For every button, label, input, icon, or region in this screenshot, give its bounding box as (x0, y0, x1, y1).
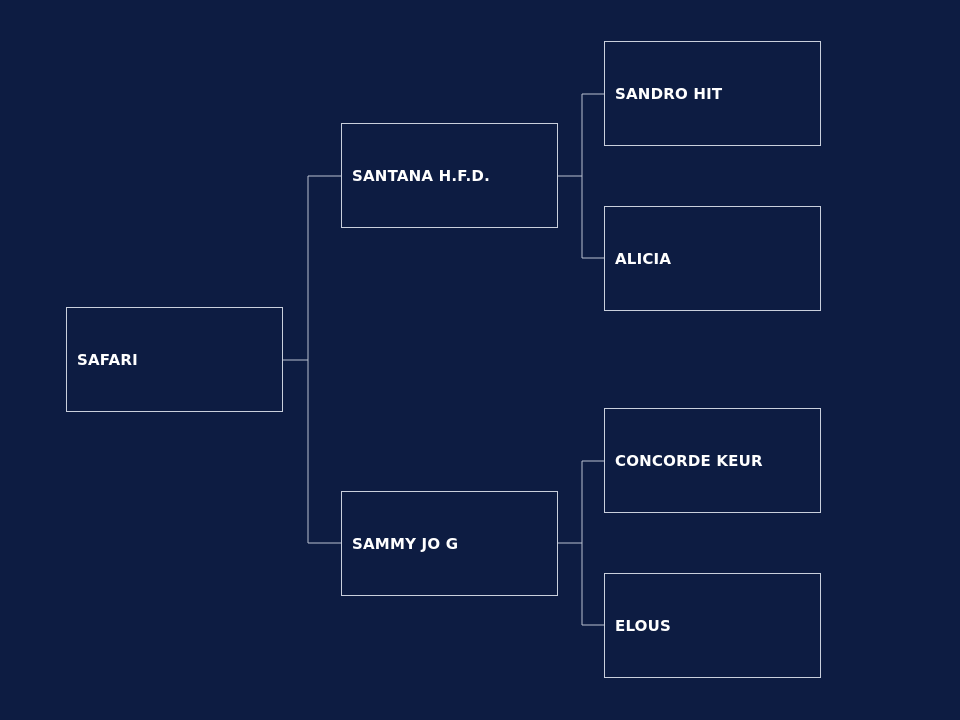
node-dam-sire-label: CONCORDE KEUR (615, 451, 763, 470)
node-dam-dam[interactable]: ELOUS (604, 573, 821, 678)
node-subject-label: SAFARI (77, 350, 138, 369)
node-sire-dam-label: ALICIA (615, 249, 672, 268)
node-sire-sire-label: SANDRO HIT (615, 84, 723, 103)
connector-sire (557, 93, 604, 259)
node-dam-label: SAMMY JO G (352, 534, 459, 553)
node-dam-dam-label: ELOUS (615, 616, 672, 635)
node-subject[interactable]: SAFARI (66, 307, 283, 412)
node-dam[interactable]: SAMMY JO G (341, 491, 558, 596)
node-sire-label: SANTANA H.F.D. (352, 166, 490, 185)
connector-subject (283, 175, 341, 544)
node-dam-sire[interactable]: CONCORDE KEUR (604, 408, 821, 513)
connector-dam (557, 460, 604, 626)
node-sire-dam[interactable]: ALICIA (604, 206, 821, 311)
node-sire[interactable]: SANTANA H.F.D. (341, 123, 558, 228)
node-sire-sire[interactable]: SANDRO HIT (604, 41, 821, 146)
